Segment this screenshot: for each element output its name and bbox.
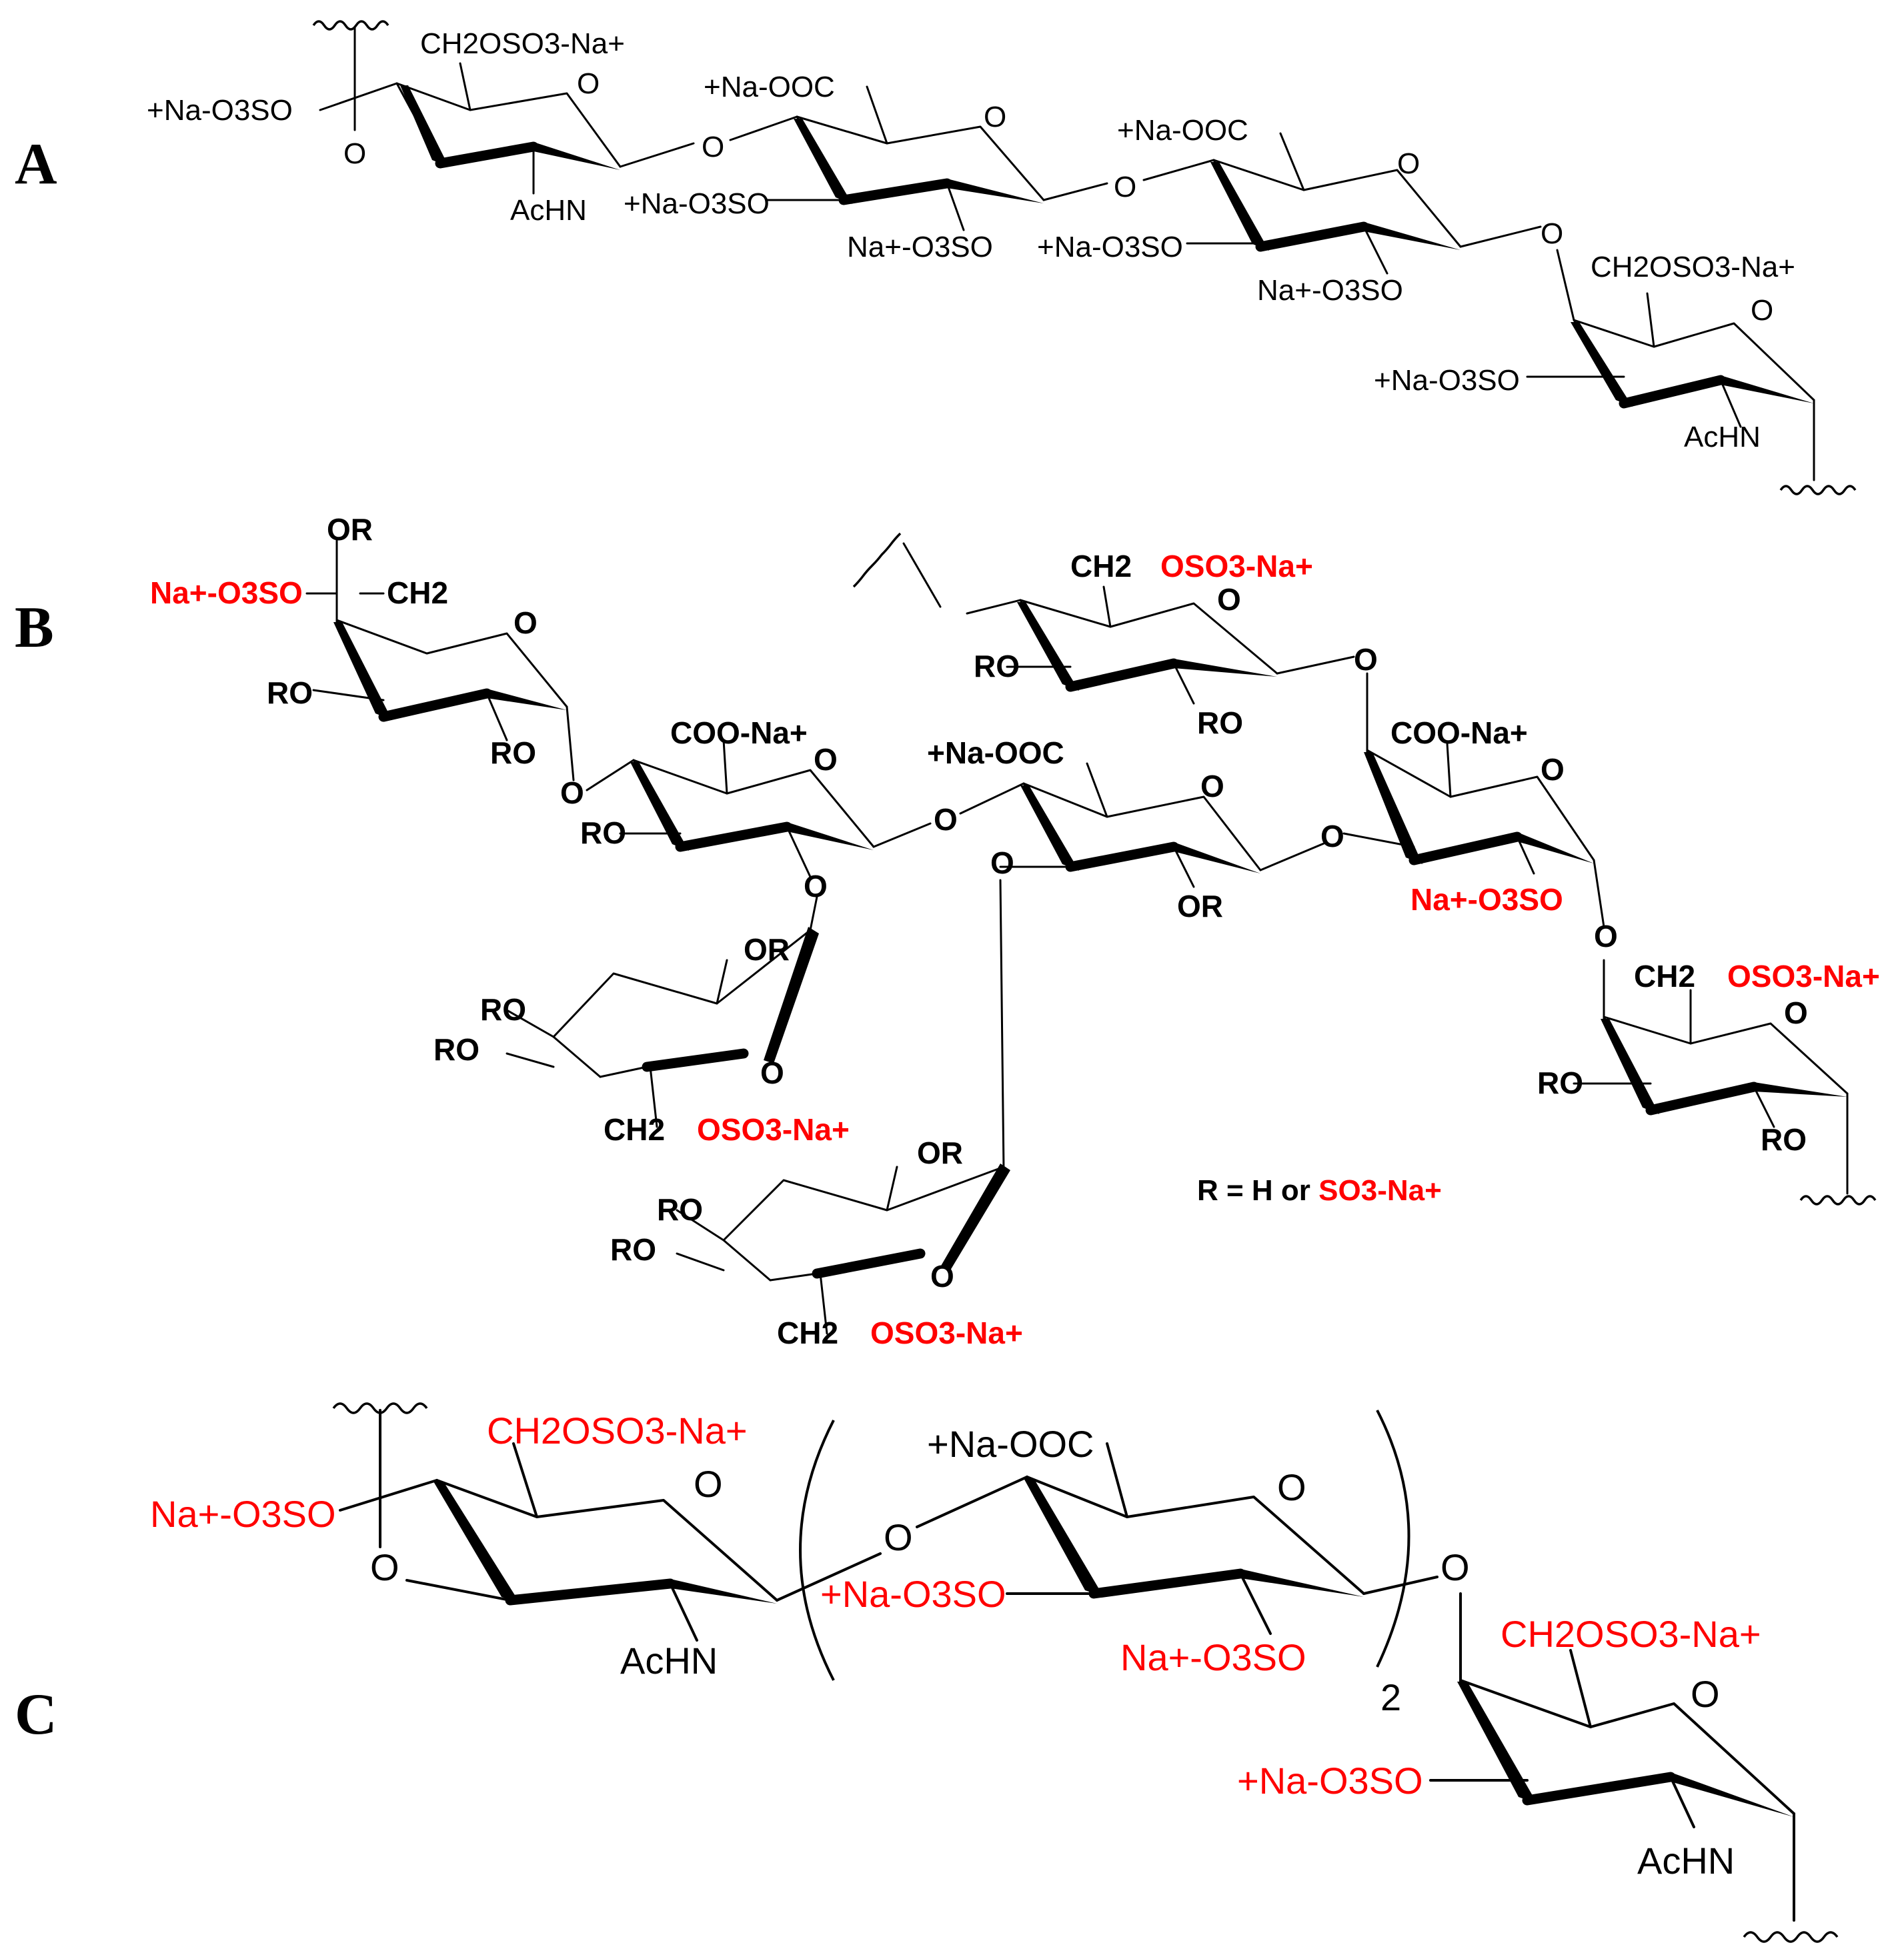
text-c-nao3so-2: +Na-O3SO (820, 1573, 1006, 1615)
text-c-subscript-n: 2 (1380, 1676, 1401, 1718)
text-b-o-link-4: O (1594, 919, 1618, 953)
text-c-achn-1: AcHN (620, 1640, 718, 1682)
wavy-end-icon (852, 532, 902, 588)
text-c-naooc-2: +Na-OOC (927, 1423, 1094, 1465)
wavy-end-icon (1799, 1195, 1877, 1206)
r-definition-text: R = H or (1197, 1174, 1318, 1207)
text-b-ch2-bl2: CH2 (777, 1316, 838, 1350)
text-a-nao3so-left: +Na-O3SO (147, 94, 293, 127)
text-a-o-bridge-left: O (343, 137, 366, 170)
text-b-o-link-3: O (1320, 819, 1344, 853)
text-a-o-link-34: O (1541, 217, 1563, 250)
text-b-o-ring-3: O (1200, 769, 1224, 803)
text-b-o-link-tl: O (560, 775, 584, 810)
wavy-end-icon (312, 20, 389, 31)
text-c-ch2oso3-3: CH2OSO3-Na+ (1501, 1613, 1761, 1655)
text-c-o-ring1: O (694, 1463, 723, 1505)
text-b-o-ring-4: O (1541, 752, 1565, 787)
panel-label-a: A (15, 132, 57, 197)
text-c-o-bridge: O (370, 1546, 399, 1588)
text-b-ch2-r: CH2 (1634, 959, 1695, 994)
text-b-or-bl2: OR (917, 1136, 963, 1170)
left-parenthesis (799, 1420, 835, 1681)
text-b-nao3so-4: Na+-O3SO (1410, 882, 1563, 917)
text-c-ch2oso3-1: CH2OSO3-Na+ (487, 1410, 748, 1452)
text-b-ro-tl2: RO (490, 735, 536, 770)
text-a-o-ring4: O (1751, 294, 1773, 327)
panel-c-structure: CH2OSO3-Na+ O Na+-O3SO O AcHN +Na-OOC O … (150, 1402, 1839, 1943)
text-b-or-3: OR (1177, 889, 1223, 923)
text-c-o-ring2: O (1277, 1466, 1306, 1508)
text-b-ro-2: RO (580, 815, 626, 850)
panel-label-c: C (15, 1682, 57, 1747)
text-a-ch2oso3-1: CH2OSO3-Na+ (420, 27, 625, 60)
text-b-or-top: OR (327, 512, 373, 547)
text-b-or-bl1: OR (744, 932, 790, 967)
panel-b-structure: OR Na+-O3SO CH2 O RO RO O COO-Na+ O RO O… (150, 512, 1880, 1350)
text-a-naooc-3: +Na-OOC (1117, 114, 1248, 147)
text-b-o-ring-2: O (814, 742, 838, 777)
right-parenthesis (1376, 1410, 1410, 1668)
text-c-nao3so-2b: Na+-O3SO (1120, 1636, 1306, 1678)
text-a-achn-1: AcHN (510, 194, 587, 227)
text-b-o-ring-tl: O (514, 605, 538, 640)
text-b-ro-r: RO (1537, 1066, 1583, 1100)
text-b-ro-r2: RO (1761, 1122, 1807, 1157)
r-definition-red-text: SO3-Na+ (1318, 1174, 1442, 1207)
text-a-nao3so-3: +Na-O3SO (1037, 231, 1183, 263)
text-a-o-ring1: O (577, 67, 600, 100)
text-b-ro-bl1: RO (480, 992, 526, 1027)
text-b-ro-tl: RO (267, 675, 313, 710)
text-b-ro-bl2b: RO (610, 1232, 656, 1267)
text-a-achn-4: AcHN (1684, 421, 1761, 453)
text-a-nao3so-2b: Na+-O3SO (847, 231, 993, 263)
text-a-o-ring3: O (1397, 147, 1420, 180)
text-b-o-link-2b: O (804, 869, 828, 903)
text-b-o-ring-tr: O (1217, 582, 1241, 617)
text-b-o-link-tr: O (1354, 642, 1378, 677)
text-b-oso3na-bl2: OSO3-Na+ (870, 1316, 1023, 1350)
text-c-nao3so-3: +Na-O3SO (1237, 1760, 1423, 1802)
text-a-o-link-23: O (1114, 171, 1136, 203)
text-b-ro-bl1b: RO (433, 1032, 480, 1067)
text-b-ch2-tr: CH2 (1070, 549, 1132, 583)
text-a-nao3so-4: +Na-O3SO (1374, 364, 1520, 397)
text-b-oso3na-tr: OSO3-Na+ (1160, 549, 1313, 583)
text-b-ch2-top: CH2 (387, 575, 448, 610)
text-a-o-ring2: O (984, 101, 1006, 133)
text-b-o-link-3b: O (990, 845, 1014, 880)
panel-a-structure: CH2OSO3-Na+ O +Na-O3SO O AcHN +Na-OOC O … (147, 20, 1857, 495)
text-a-o-link-12: O (702, 131, 724, 163)
text-b-coona-4: COO-Na+ (1390, 715, 1528, 750)
text-b-oso3na-r: OSO3-Na+ (1727, 959, 1880, 994)
text-b-ro-bl2: RO (657, 1192, 703, 1227)
text-b-oso3na-bl1: OSO3-Na+ (697, 1112, 850, 1147)
text-a-nao3so-2: +Na-O3SO (624, 187, 770, 220)
text-b-naooc-3: +Na-OOC (927, 735, 1064, 770)
r-definition-note: R = H or SO3-Na+ (1197, 1174, 1442, 1207)
text-b-ch2-bl1: CH2 (604, 1112, 665, 1147)
text-b-ro-tr2: RO (1197, 705, 1243, 740)
text-c-nao3so-left: Na+-O3SO (150, 1493, 336, 1535)
wavy-end-icon (1743, 1931, 1839, 1943)
text-c-o-link-23: O (1441, 1546, 1470, 1588)
text-b-ro-tr: RO (974, 649, 1020, 683)
panel-label-b: B (15, 595, 54, 660)
text-b-o-ring-bl1: O (760, 1056, 784, 1090)
text-a-naooc-2: +Na-OOC (704, 71, 835, 103)
text-c-o-ring3: O (1691, 1673, 1720, 1715)
text-b-o-link-2a: O (934, 802, 958, 837)
text-a-ch2oso3-4: CH2OSO3-Na+ (1591, 251, 1795, 283)
text-c-o-link-12: O (884, 1516, 913, 1558)
text-b-nao3so-top: Na+-O3SO (150, 575, 303, 610)
text-b-o-ring-bl2: O (930, 1259, 954, 1294)
text-a-nao3so-3b: Na+-O3SO (1257, 274, 1403, 307)
text-b-o-ring-r: O (1784, 996, 1808, 1030)
text-b-coona-2: COO-Na+ (670, 715, 808, 750)
text-c-achn-3: AcHN (1637, 1840, 1735, 1882)
wavy-end-icon (1779, 485, 1857, 495)
